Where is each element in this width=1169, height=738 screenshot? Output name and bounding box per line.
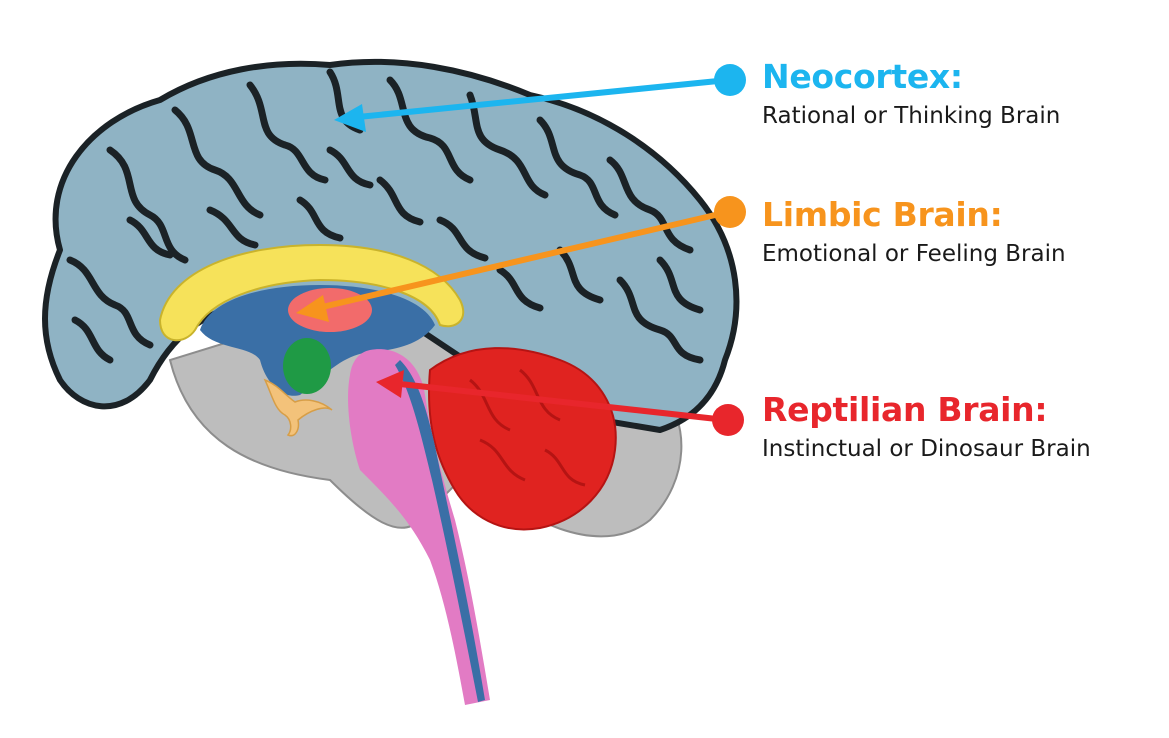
brainstem bbox=[348, 349, 490, 705]
reptilian-description: Instinctual or Dinosaur Brain bbox=[762, 436, 1091, 462]
neocortex-region bbox=[42, 58, 740, 433]
limbic-label: Limbic Brain: Emotional or Feeling Brain bbox=[762, 196, 1162, 274]
neocortex-pointer-icon bbox=[334, 64, 746, 132]
limbic-title: Limbic Brain: bbox=[762, 195, 1003, 234]
limbic-pointer-icon bbox=[296, 196, 746, 322]
neocortex-description: Rational or Thinking Brain bbox=[762, 103, 1061, 129]
pituitary bbox=[263, 378, 333, 437]
neocortex-label: Neocortex: Rational or Thinking Brain bbox=[762, 58, 1162, 136]
reptilian-pointer-icon bbox=[376, 370, 744, 436]
cerebellum bbox=[428, 347, 617, 531]
neocortex-title: Neocortex: bbox=[762, 57, 963, 96]
limbic-region bbox=[158, 243, 465, 437]
limbic-description: Emotional or Feeling Brain bbox=[762, 241, 1066, 267]
reptilian-title: Reptilian Brain: bbox=[762, 390, 1048, 429]
amygdala bbox=[283, 338, 331, 394]
reptilian-label: Reptilian Brain: Instinctual or Dinosaur… bbox=[762, 391, 1162, 469]
